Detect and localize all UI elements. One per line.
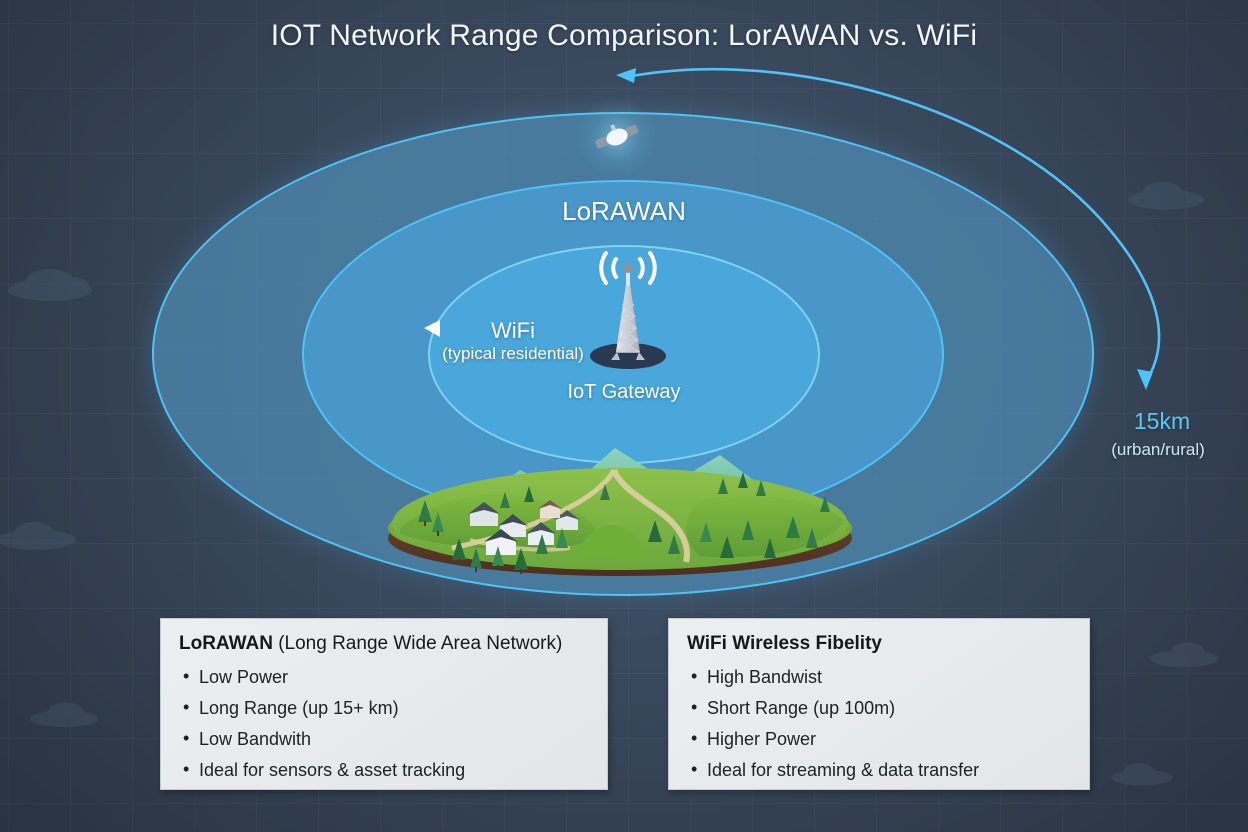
list-item: Short Range (up 100m): [687, 692, 1071, 724]
cloud-icon: [0, 181, 1218, 786]
tree-icon: [418, 472, 830, 574]
legend-title-lorawan: LoRAWAN (Long Range Wide Area Network): [179, 633, 589, 655]
range-sublabel: (urban/rural): [1111, 440, 1205, 459]
iot-gateway-tower-icon: [590, 251, 666, 369]
lorawan-ring-label: LoRAWAN: [562, 196, 686, 226]
signal-waves-icon: [599, 251, 657, 285]
legend-title-lorawan-bold: LoRAWAN: [179, 633, 273, 654]
list-item: Low Bandwith: [179, 723, 589, 755]
legend-list-lorawan: Low Power Long Range (up 15+ km) Low Ban…: [179, 661, 589, 786]
list-item: Ideal for streaming & data transfer: [687, 754, 1071, 786]
legend-title-lorawan-rest: (Long Range Wide Area Network): [272, 633, 563, 654]
iot-gateway-label: IoT Gateway: [567, 381, 681, 403]
rural-landscape-icon: [388, 448, 852, 576]
wifi-edge-arrow-icon: [424, 320, 440, 337]
legend-card-wifi: WiFi Wireless Fibelity High Bandwist Sho…: [668, 618, 1090, 790]
double-headed-range-arrow-icon: [616, 67, 1161, 390]
legend-list-wifi: High Bandwist Short Range (up 100m) High…: [687, 661, 1071, 786]
range-value-label: 15km: [1133, 408, 1191, 434]
legend-card-lorawan: LoRAWAN (Long Range Wide Area Network) L…: [160, 618, 608, 790]
list-item: Ideal for sensors & asset tracking: [179, 754, 589, 786]
legend-title-wifi-bold: WiFi Wireless Fibelity: [687, 633, 882, 654]
list-item: High Bandwist: [687, 661, 1071, 693]
wifi-ring-label: WiFi: [491, 318, 535, 343]
satellite-icon: [577, 97, 657, 177]
page-title: IOT Network Range Comparison: LorAWAN vs…: [270, 19, 978, 52]
list-item: Higher Power: [687, 723, 1071, 755]
wifi-ring-sublabel: (typical residential): [442, 344, 584, 363]
list-item: Low Power: [179, 661, 589, 693]
legend-title-wifi: WiFi Wireless Fibelity: [687, 633, 1071, 655]
village-icon: [468, 500, 580, 555]
list-item: Long Range (up 15+ km): [179, 692, 589, 724]
